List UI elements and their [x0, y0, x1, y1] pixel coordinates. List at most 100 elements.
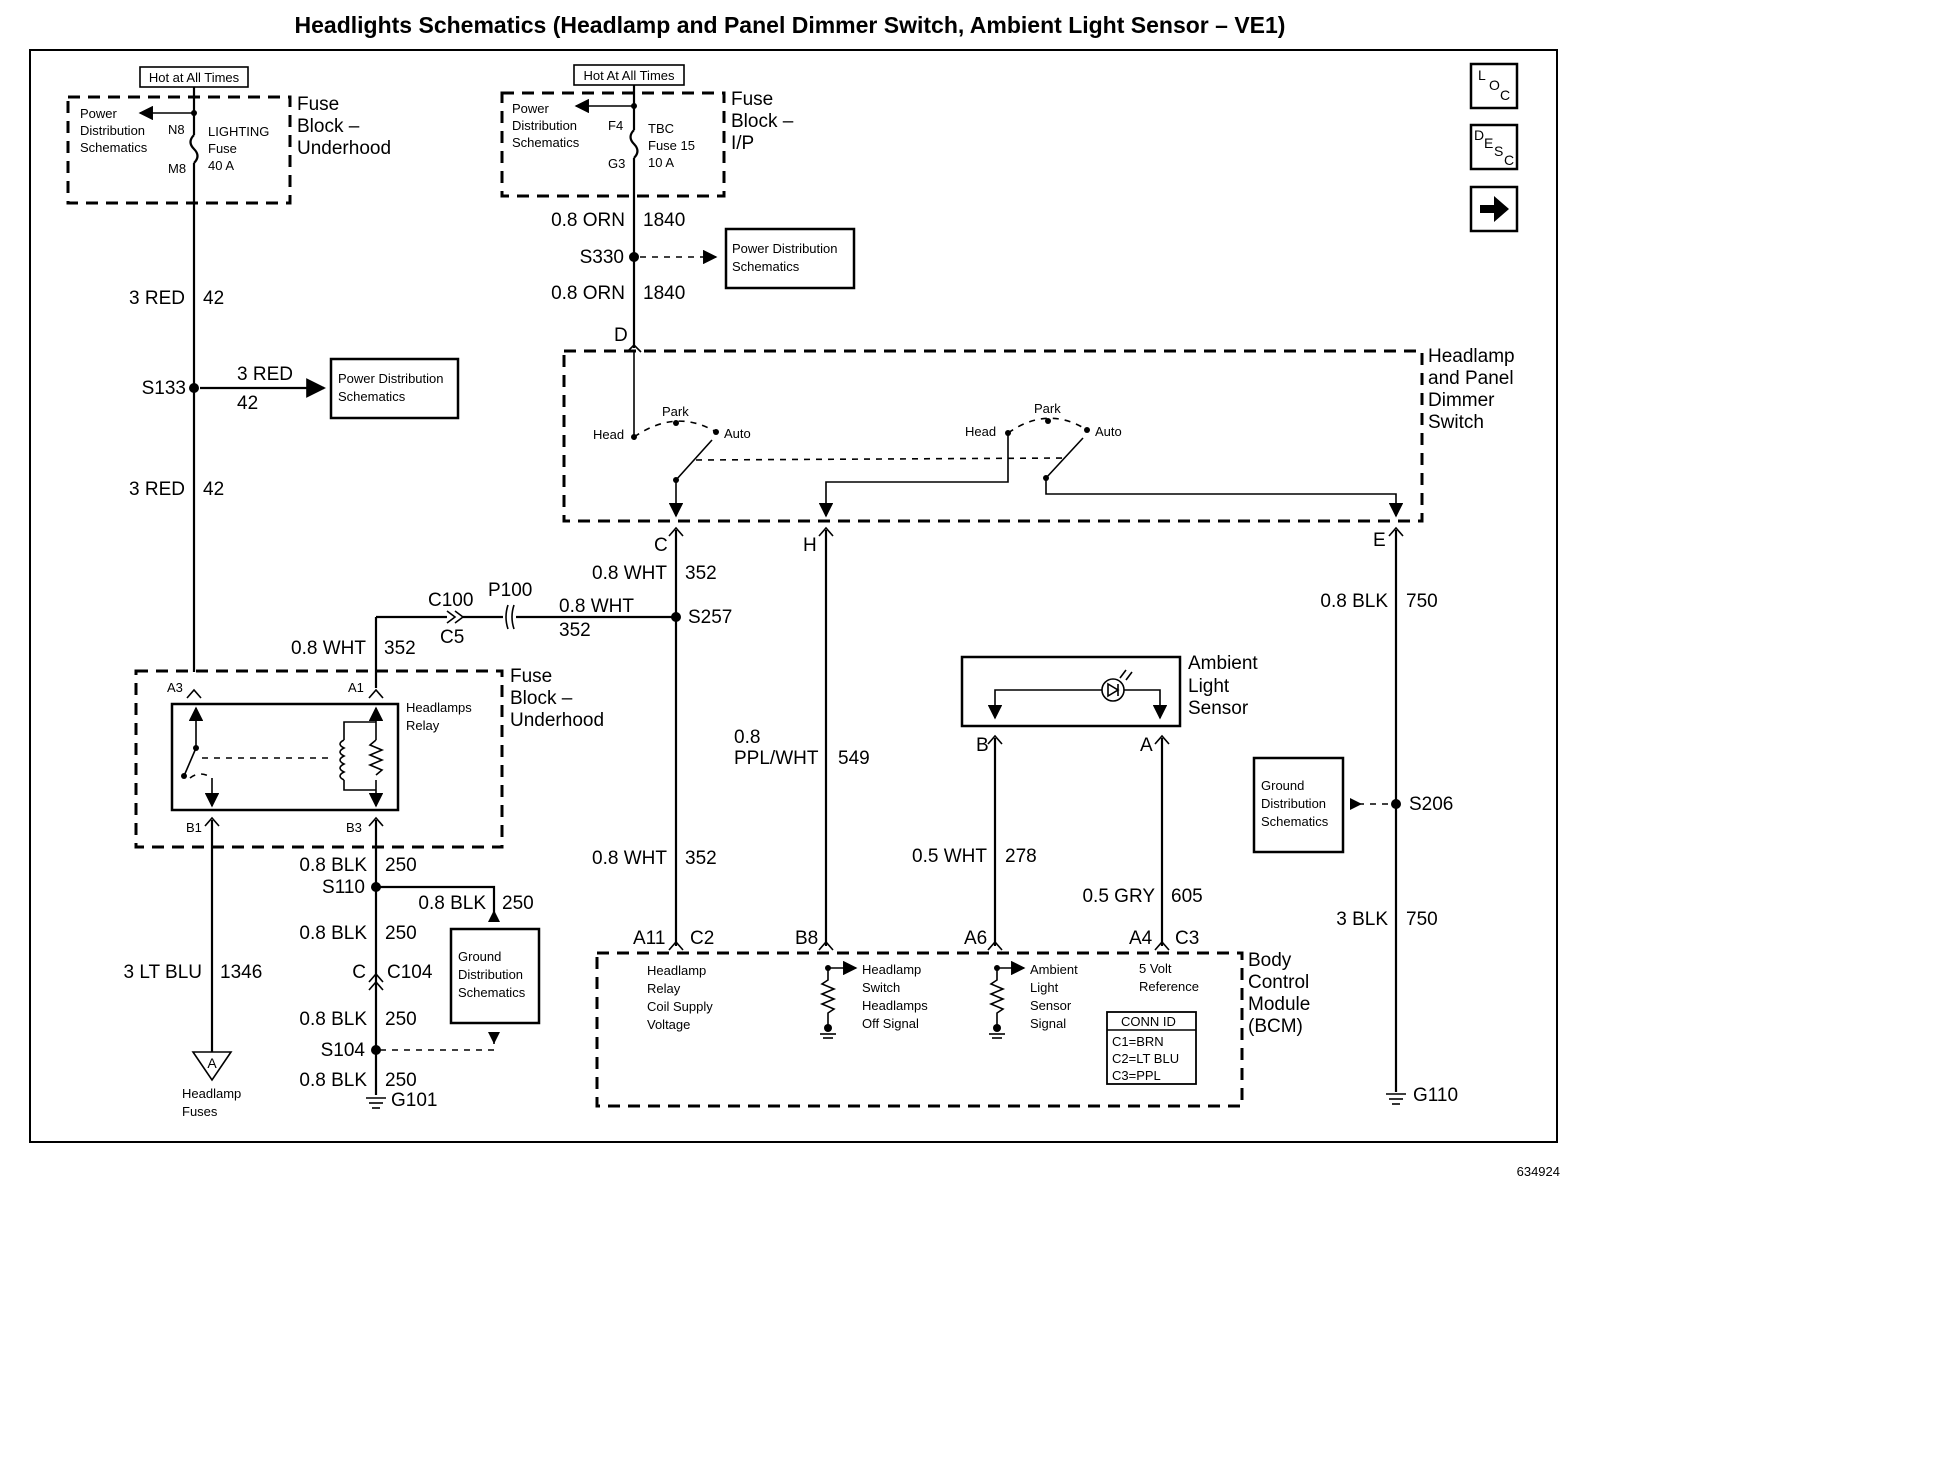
svg-text:Light: Light — [1030, 980, 1059, 995]
svg-text:Headlamps: Headlamps — [406, 700, 472, 715]
svg-text:250: 250 — [385, 1009, 417, 1030]
svg-text:352: 352 — [685, 848, 717, 869]
svg-text:A11: A11 — [633, 928, 665, 949]
svg-text:352: 352 — [384, 638, 416, 659]
svg-text:Schematics: Schematics — [732, 259, 800, 274]
fuse-block-ip: Hot At All Times Fuse Block – I/P Power … — [500, 64, 794, 198]
body-control-module: Body Control Module (BCM) A11 C2 B8 A6 A… — [595, 928, 1310, 1108]
svg-text:Fuse: Fuse — [297, 94, 339, 115]
photodiode-icon — [1101, 678, 1125, 702]
connector-c104: C104 — [387, 962, 433, 983]
hot-at-all-times-label: Hot at All Times — [149, 70, 240, 85]
arrow-right-icon[interactable] — [1469, 185, 1519, 233]
power-distribution-ref-s330[interactable]: Power Distribution Schematics — [724, 227, 856, 290]
svg-text:Ambient: Ambient — [1188, 653, 1258, 674]
svg-text:3 RED: 3 RED — [237, 364, 293, 385]
svg-text:3 RED: 3 RED — [129, 479, 185, 500]
svg-text:E: E — [1484, 135, 1493, 151]
svg-text:Distribution: Distribution — [80, 123, 145, 138]
svg-text:Ground: Ground — [458, 949, 501, 964]
svg-text:3 BLK: 3 BLK — [1336, 909, 1388, 930]
svg-text:0.8 BLK: 0.8 BLK — [299, 1009, 367, 1030]
figure-number: 634924 — [1517, 1164, 1560, 1179]
svg-text:0.5 WHT: 0.5 WHT — [912, 846, 987, 867]
svg-text:42: 42 — [203, 479, 224, 500]
svg-text:Power: Power — [80, 106, 118, 121]
svg-text:Distribution: Distribution — [512, 118, 577, 133]
svg-text:C3: C3 — [1175, 928, 1199, 949]
svg-text:Ambient: Ambient — [1030, 962, 1078, 977]
ground-distribution-ref-s206[interactable]: Ground Distribution Schematics — [1252, 756, 1345, 854]
desc-icon[interactable]: D E S C — [1469, 123, 1519, 171]
svg-text:Block –: Block – — [510, 688, 573, 709]
svg-text:and Panel: and Panel — [1428, 368, 1514, 389]
svg-text:A1: A1 — [348, 680, 364, 695]
loc-icon[interactable]: L O C — [1469, 62, 1519, 110]
svg-text:B8: B8 — [795, 928, 818, 949]
svg-text:C: C — [1504, 152, 1514, 168]
svg-text:Signal: Signal — [1030, 1016, 1066, 1031]
svg-text:1346: 1346 — [220, 962, 262, 983]
splice-s104: S104 — [321, 1040, 366, 1061]
svg-text:Voltage: Voltage — [647, 1017, 690, 1032]
svg-text:Off Signal: Off Signal — [862, 1016, 919, 1031]
svg-text:250: 250 — [385, 923, 417, 944]
svg-text:B1: B1 — [186, 820, 202, 835]
svg-text:Headlamp: Headlamp — [647, 963, 706, 978]
splice-s133: S133 — [142, 378, 186, 399]
svg-text:0.8 ORN: 0.8 ORN — [551, 283, 625, 304]
svg-text:42: 42 — [237, 393, 258, 414]
power-distribution-ref-s133[interactable]: Power Distribution Schematics — [329, 357, 460, 420]
svg-text:N8: N8 — [168, 122, 185, 137]
svg-text:Switch: Switch — [862, 980, 900, 995]
svg-text:M8: M8 — [168, 161, 186, 176]
svg-text:O: O — [1489, 77, 1500, 93]
svg-text:0.8 BLK: 0.8 BLK — [299, 923, 367, 944]
circuit-750: 0.8 BLK 750 S206 3 BLK 750 G110 — [1320, 530, 1458, 1106]
svg-text:Block –: Block – — [297, 116, 360, 137]
svg-text:Head: Head — [593, 427, 624, 442]
svg-text:A: A — [1140, 735, 1153, 756]
svg-text:10 A: 10 A — [648, 155, 674, 170]
circuit-250: 0.8 BLK 250 S110 0.8 BLK 250 0.8 BLK 250… — [299, 820, 534, 1111]
svg-text:Light: Light — [1188, 676, 1230, 697]
svg-text:5 Volt: 5 Volt — [1139, 961, 1172, 976]
svg-text:C: C — [1500, 87, 1510, 103]
svg-text:750: 750 — [1406, 909, 1438, 930]
ground-distribution-ref-s110[interactable]: Ground Distribution Schematics — [449, 927, 541, 1025]
svg-text:Headlamp: Headlamp — [1428, 346, 1515, 367]
svg-text:40 A: 40 A — [208, 158, 234, 173]
svg-text:Park: Park — [1034, 401, 1061, 416]
svg-text:Fuses: Fuses — [182, 1104, 218, 1119]
svg-text:Dimmer: Dimmer — [1428, 390, 1495, 411]
svg-text:E: E — [1373, 530, 1386, 551]
hot-at-all-times-label: Hot At All Times — [583, 68, 675, 83]
svg-text:3 RED: 3 RED — [129, 288, 185, 309]
svg-text:C2: C2 — [690, 928, 714, 949]
svg-text:Power: Power — [512, 101, 550, 116]
svg-text:A3: A3 — [167, 680, 183, 695]
svg-text:278: 278 — [1005, 846, 1037, 867]
svg-text:Coil Supply: Coil Supply — [647, 999, 713, 1014]
svg-text:0.5 GRY: 0.5 GRY — [1082, 886, 1155, 907]
svg-text:Fuse: Fuse — [510, 666, 552, 687]
svg-text:42: 42 — [203, 288, 224, 309]
svg-text:352: 352 — [685, 563, 717, 584]
svg-text:Auto: Auto — [1095, 424, 1122, 439]
svg-text:Power Distribution: Power Distribution — [338, 371, 444, 386]
svg-text:LIGHTING: LIGHTING — [208, 124, 269, 139]
svg-text:Headlamp: Headlamp — [862, 962, 921, 977]
headlights-schematic: Headlights Schematics (Headlamp and Pane… — [29, 12, 1560, 1179]
svg-text:0.8 BLK: 0.8 BLK — [1320, 591, 1388, 612]
svg-text:A: A — [207, 1055, 217, 1071]
svg-text:C5: C5 — [440, 627, 464, 648]
svg-text:0.8 BLK: 0.8 BLK — [418, 893, 486, 914]
svg-text:3 LT BLU: 3 LT BLU — [123, 962, 202, 983]
page-title: Headlights Schematics (Headlamp and Pane… — [295, 12, 1286, 38]
svg-text:0.8 ORN: 0.8 ORN — [551, 210, 625, 231]
svg-text:TBC: TBC — [648, 121, 674, 136]
headlamp-dimmer-switch: Headlamp and Panel Dimmer Switch Head Pa… — [562, 346, 1515, 556]
svg-text:Block –: Block – — [731, 111, 794, 132]
svg-text:0.8 WHT: 0.8 WHT — [559, 596, 634, 617]
connector-id-table: CONN ID C1=BRN C2=LT BLU C3=PPL — [1106, 1011, 1197, 1085]
